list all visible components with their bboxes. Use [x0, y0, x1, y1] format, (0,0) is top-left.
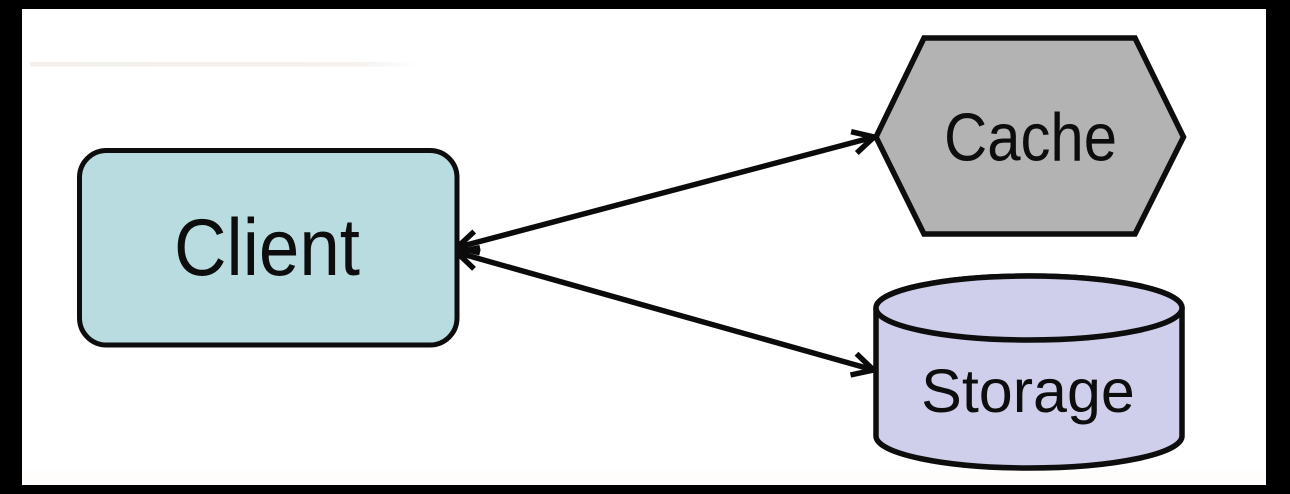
svg-text:Client: Client [174, 203, 360, 293]
svg-text:Cache: Cache [944, 100, 1117, 176]
svg-text:Storage: Storage [921, 357, 1135, 425]
